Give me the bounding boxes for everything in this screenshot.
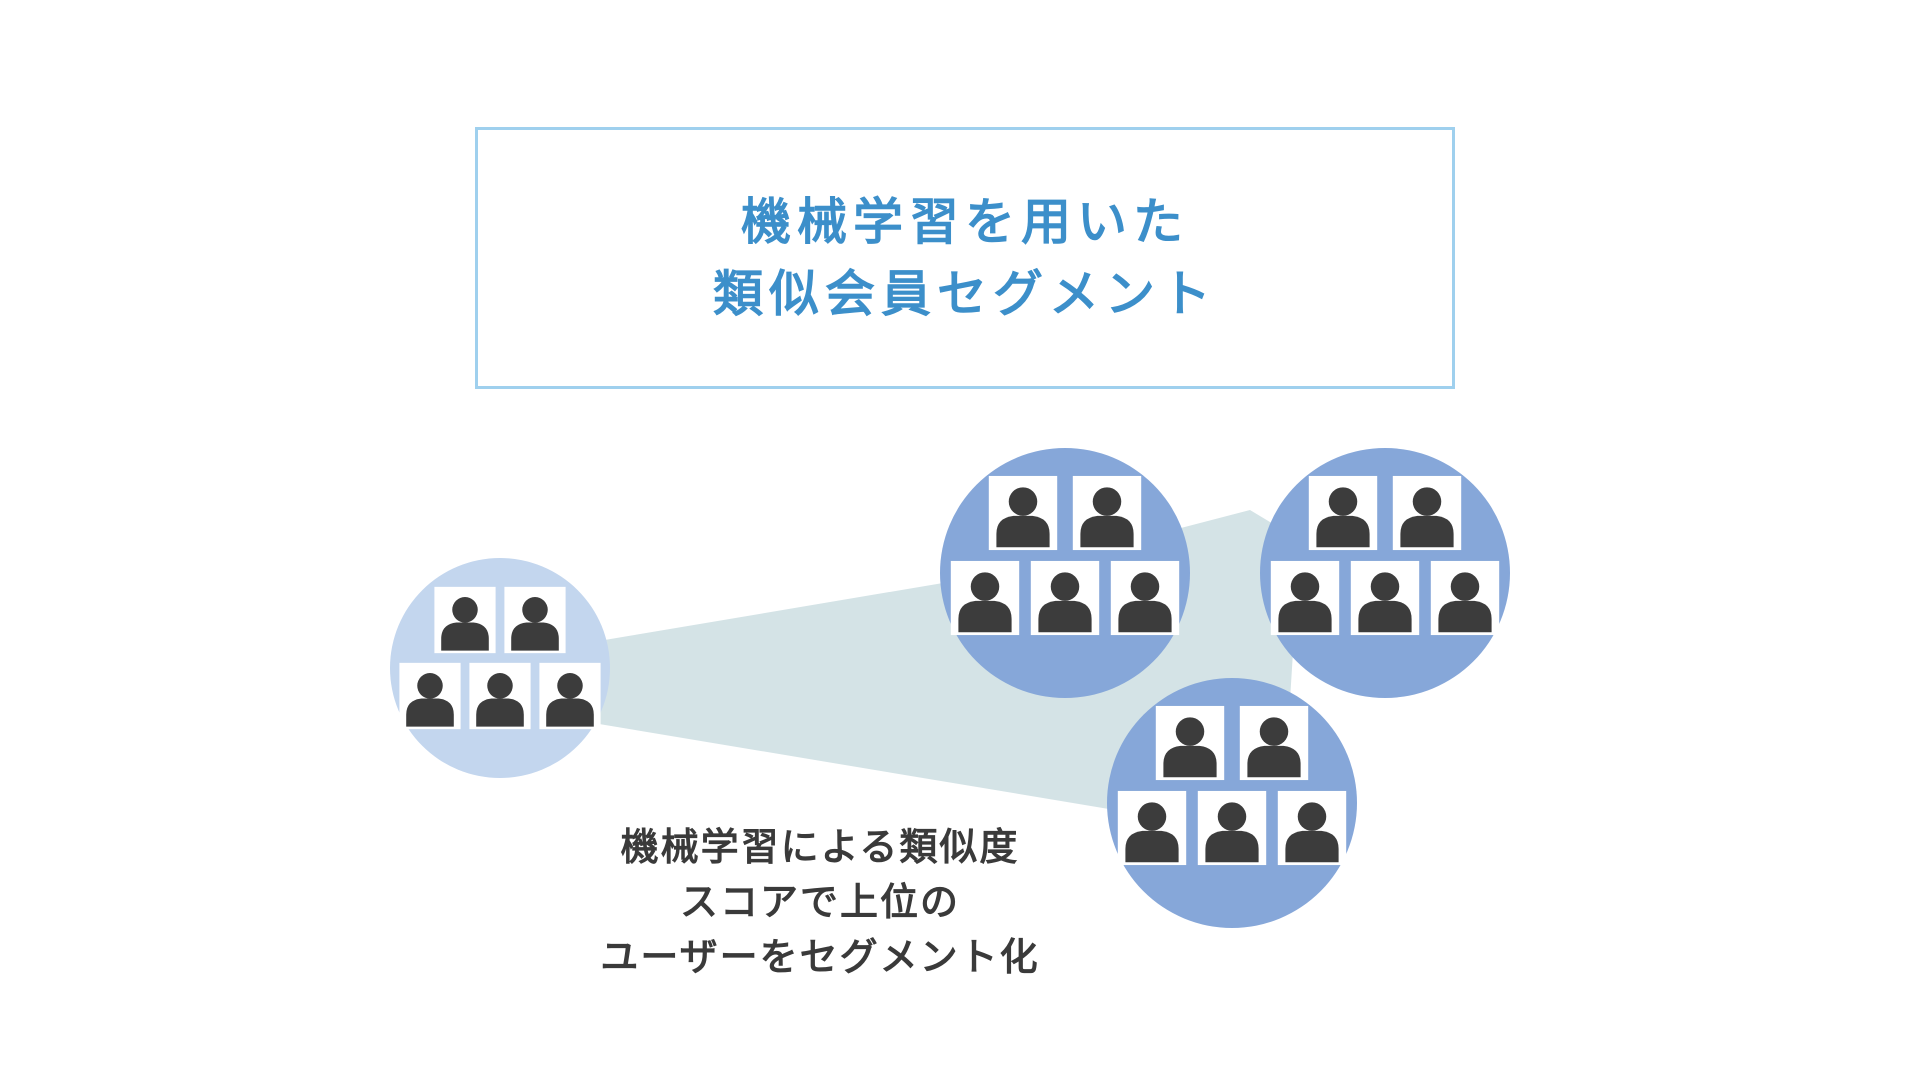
user-silhouette-icon (469, 662, 531, 730)
caption-line-3: ユーザーをセグメント化 (600, 935, 1040, 979)
source-group (390, 558, 610, 778)
user-silhouette-icon (1308, 475, 1378, 551)
segment-group-1 (940, 448, 1190, 698)
user-silhouette-icon (1072, 475, 1142, 551)
user-silhouette-icon (399, 662, 461, 730)
user-silhouette-icon (1430, 560, 1500, 636)
user-silhouette-icon (1277, 790, 1347, 866)
caption-line-1: 機械学習による類似度 (620, 825, 1020, 869)
segment-group-2 (1260, 448, 1510, 698)
title-box: 機械学習を用いた 類似会員セグメント (475, 127, 1455, 389)
user-silhouette-icon (1270, 560, 1340, 636)
user-silhouette-icon (539, 662, 601, 730)
user-silhouette-icon (1117, 790, 1187, 866)
user-silhouette-icon (1239, 705, 1309, 781)
user-silhouette-icon (1110, 560, 1180, 636)
user-silhouette-icon (1197, 790, 1267, 866)
caption-line-2: スコアで上位の (679, 880, 960, 924)
user-silhouette-icon (434, 586, 496, 654)
user-silhouette-icon (1030, 560, 1100, 636)
user-silhouette-icon (1392, 475, 1462, 551)
segment-group-3 (1107, 678, 1357, 928)
title-line-2: 類似会員セグメント (713, 265, 1217, 323)
user-silhouette-icon (1350, 560, 1420, 636)
user-silhouette-icon (504, 586, 566, 654)
user-silhouette-icon (950, 560, 1020, 636)
caption: 機械学習による類似度 スコアで上位の ユーザーをセグメント化 (520, 820, 1120, 985)
title-line-1: 機械学習を用いた (741, 193, 1189, 251)
user-silhouette-icon (988, 475, 1058, 551)
user-silhouette-icon (1155, 705, 1225, 781)
